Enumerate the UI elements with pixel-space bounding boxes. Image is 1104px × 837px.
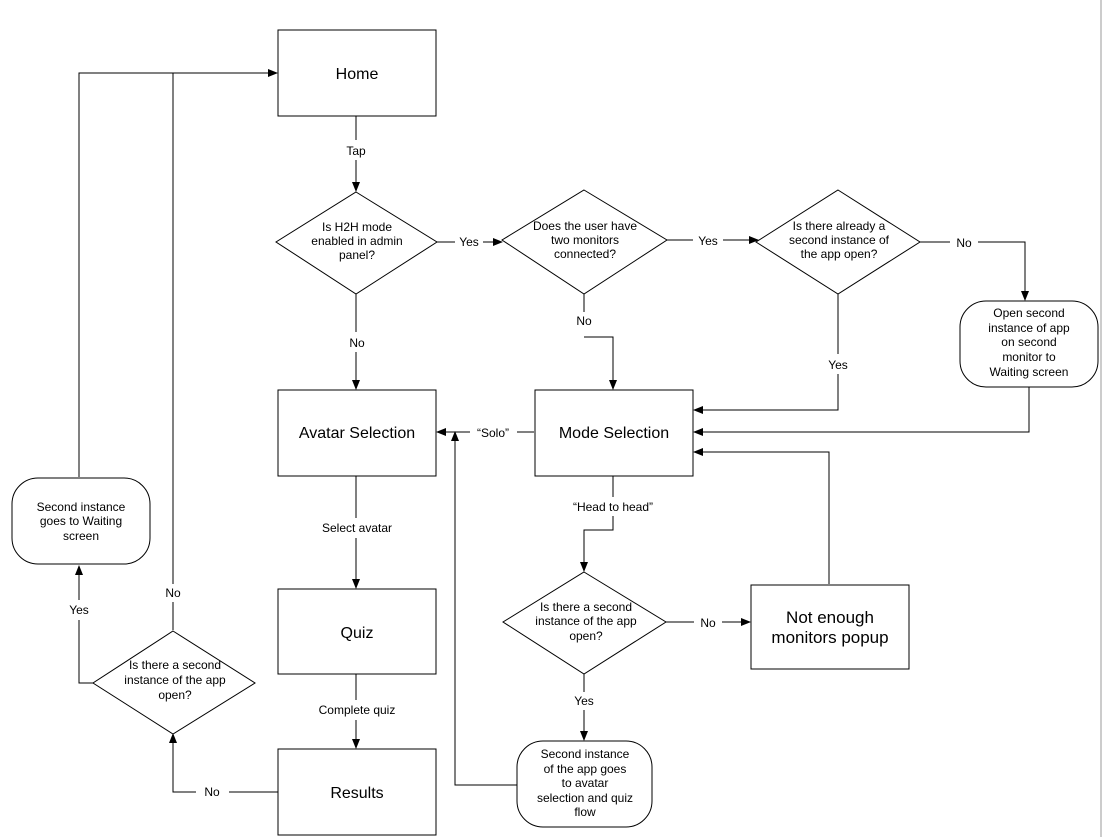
label-select-avatar: Select avatar	[322, 521, 392, 535]
decision-h2h-instance-line-3: open?	[569, 629, 603, 643]
connector-popup-mode	[693, 448, 830, 584]
decision-h2h-instance-line-1: Is there a second	[540, 600, 632, 614]
edge-labels: Tap Yes No Yes No No Yes “Solo” “Head to…	[69, 144, 972, 799]
open-second-line-1: Open second	[993, 306, 1064, 320]
connector-mon-no-b	[584, 336, 617, 390]
open-second-line-5: Waiting screen	[990, 365, 1069, 379]
node-avatar-selection: Avatar Selection	[277, 389, 437, 477]
decision-monitors-line-3: connected?	[554, 247, 616, 261]
node-quiz-label: Quiz	[341, 625, 374, 642]
open-second-line-3: on second	[1001, 335, 1056, 349]
label-h2h-instance-no: No	[700, 616, 716, 630]
node-second-waiting: Second instance goes to Waiting screen	[11, 477, 151, 565]
popup-line-2: monitors popup	[771, 628, 888, 647]
decision-monitors-line-2: two monitors	[551, 233, 619, 247]
popup-line-1: Not enough	[786, 608, 874, 627]
decision-instance-open: Is there already a second instance of th…	[755, 189, 921, 295]
decision-instance-line-2: second instance of	[789, 233, 890, 247]
connector-open-mode	[693, 387, 1030, 436]
connectors	[75, 69, 1030, 793]
node-home: Home	[277, 29, 437, 117]
node-results-label: Results	[330, 785, 383, 802]
goes-avatar-line-3: to avatar	[562, 776, 609, 790]
decision-left-line-3: open?	[158, 688, 192, 702]
connector-waiting-home	[78, 69, 278, 477]
label-monitors-no: No	[576, 314, 592, 328]
decision-h2h-mode: Is H2H mode enabled in admin panel?	[275, 191, 438, 295]
label-head-to-head: “Head to head”	[573, 500, 653, 514]
label-h2h-yes: Yes	[459, 235, 479, 249]
decision-instance-line-3: the app open?	[801, 247, 878, 261]
decision-monitors-line-1: Does the user have	[533, 219, 637, 233]
label-monitors-yes: Yes	[698, 234, 718, 248]
open-second-line-4: monitor to	[1002, 350, 1056, 364]
goes-avatar-line-4: selection and quiz	[537, 791, 633, 805]
connector-goes-avatar	[451, 431, 517, 786]
node-avatar-label: Avatar Selection	[299, 425, 415, 442]
label-instance-yes: Yes	[828, 358, 848, 372]
connector-left-yes-a	[78, 620, 93, 684]
decision-left-line-2: instance of the app	[124, 673, 226, 687]
label-left-yes: Yes	[69, 603, 89, 617]
node-results: Results	[277, 748, 437, 836]
connector-inst-yes-b	[693, 374, 839, 414]
node-second-goes-avatar: Second instance of the app goes to avata…	[516, 740, 653, 828]
label-solo: “Solo”	[477, 426, 509, 440]
node-not-enough-popup: Not enough monitors popup	[750, 584, 910, 670]
node-mode-label: Mode Selection	[559, 425, 669, 442]
label-complete-quiz: Complete quiz	[319, 703, 396, 717]
label-h2h-no: No	[349, 336, 365, 350]
second-waiting-line-3: screen	[63, 529, 99, 543]
decision-h2h-line-2: enabled in admin	[311, 234, 402, 248]
node-quiz: Quiz	[277, 588, 437, 675]
decision-left-instance: Is there a second instance of the app op…	[92, 630, 256, 735]
open-second-line-2: instance of app	[988, 321, 1070, 335]
decision-h2h-instance-line-2: instance of the app	[535, 614, 637, 628]
label-tap: Tap	[346, 144, 366, 158]
second-waiting-line-1: Second instance	[37, 500, 126, 514]
connector-results-b	[169, 733, 196, 793]
label-h2h-instance-yes: Yes	[574, 694, 594, 708]
decision-h2h-instance: Is there a second instance of the app op…	[502, 571, 667, 675]
second-waiting-line-2: goes to Waiting	[40, 514, 122, 528]
connector-inst-no-b	[978, 241, 1029, 301]
goes-avatar-line-1: Second instance	[541, 747, 630, 761]
goes-avatar-line-2: of the app goes	[544, 762, 627, 776]
label-results-no: No	[204, 785, 220, 799]
node-open-second-instance: Open second instance of app on second mo…	[959, 300, 1099, 388]
decision-left-line-1: Is there a second	[129, 658, 221, 672]
decision-h2h-line-1: Is H2H mode	[322, 220, 392, 234]
decision-h2h-line-3: panel?	[339, 248, 375, 262]
label-left-no: No	[165, 586, 181, 600]
decision-instance-line-1: Is there already a	[793, 219, 886, 233]
label-instance-no: No	[956, 236, 972, 250]
decision-monitors: Does the user have two monitors connecte…	[501, 189, 668, 295]
connector-h2h-b	[580, 516, 614, 572]
node-mode-selection: Mode Selection	[534, 389, 694, 477]
goes-avatar-line-5: flow	[574, 805, 596, 819]
node-home-label: Home	[336, 66, 379, 83]
